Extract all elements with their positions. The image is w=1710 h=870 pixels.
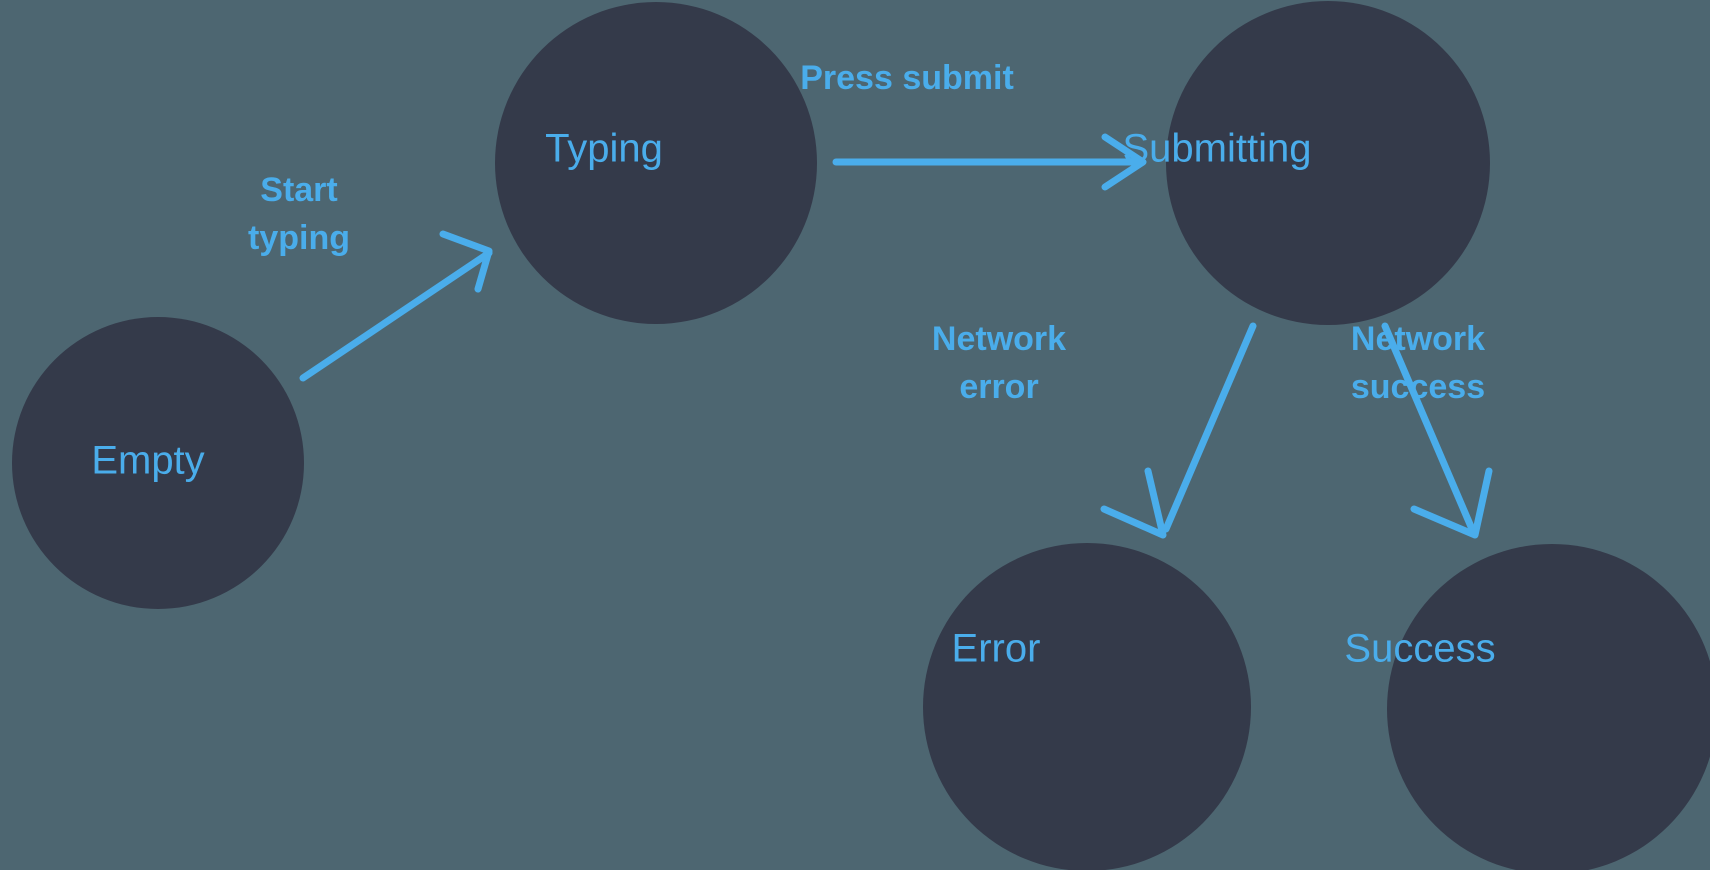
arrowhead-icon-network-error [1100, 467, 1167, 539]
state-node-typing[interactable]: Typing [495, 2, 817, 324]
transition-line-network-success [1381, 322, 1476, 533]
arrowhead-icon-press-submit [1101, 133, 1147, 191]
transition-label-press-submit: Press submit [800, 59, 1014, 97]
state-circle-submitting[interactable] [1166, 1, 1490, 325]
state-label-typing: Typing [545, 127, 663, 171]
transition-network-success [1381, 322, 1493, 539]
state-circle-typing[interactable] [495, 2, 817, 324]
state-label-error: Error [952, 627, 1041, 671]
state-node-success[interactable]: Success [1344, 544, 1710, 870]
arrowhead-icon-start-typing [439, 230, 493, 293]
state-label-success: Success [1344, 627, 1495, 671]
transition-line-network-error [1162, 322, 1257, 533]
transitions-layer [299, 133, 1493, 539]
state-node-submitting[interactable]: Submitting [1123, 1, 1490, 325]
state-circle-empty[interactable] [12, 317, 304, 609]
transition-press-submit [832, 133, 1147, 191]
transition-line-start-typing [299, 249, 493, 382]
state-circle-error[interactable] [923, 543, 1251, 870]
state-label-empty: Empty [91, 439, 204, 483]
transition-label-text-press-submit: Press submit [800, 59, 1014, 97]
transition-network-error [1100, 322, 1257, 539]
arrowhead-icon-network-success [1410, 467, 1493, 539]
state-node-empty[interactable]: Empty [12, 317, 304, 609]
state-circle-success[interactable] [1387, 544, 1710, 870]
state-label-submitting: Submitting [1123, 127, 1312, 171]
state-node-error[interactable]: Error [923, 543, 1251, 870]
transition-start-typing [299, 230, 493, 382]
